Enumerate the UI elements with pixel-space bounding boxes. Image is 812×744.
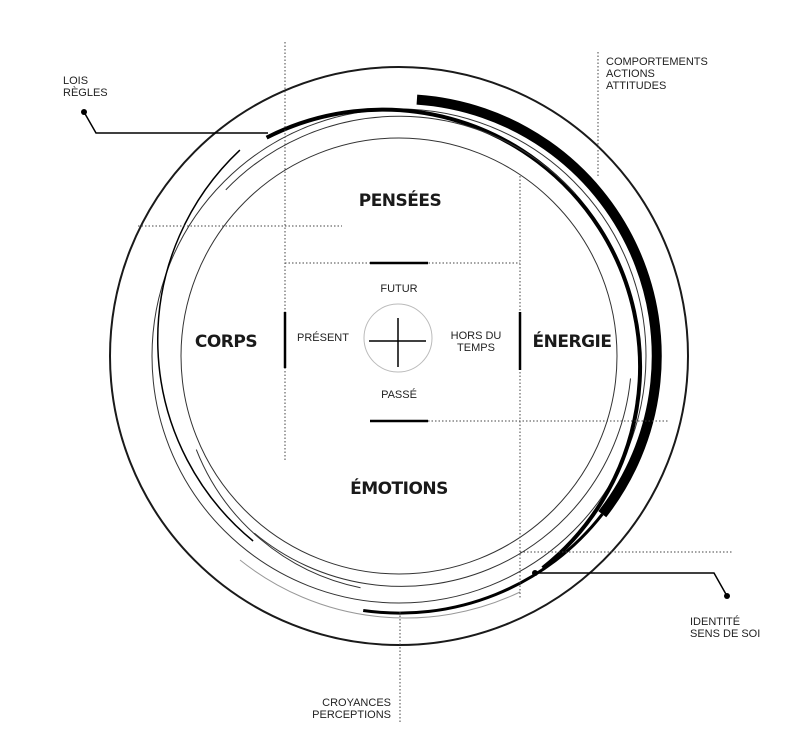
annotation-actions: ACTIONS bbox=[606, 68, 655, 80]
label-temps: TEMPS bbox=[457, 342, 495, 354]
center-small-circle bbox=[363, 303, 433, 373]
thin-arc-upper bbox=[225, 115, 576, 194]
label-corps: CORPS bbox=[195, 332, 257, 352]
center-markers bbox=[283, 261, 522, 423]
label-hors-du: HORS DU bbox=[451, 330, 502, 342]
label-passe: PASSÉ bbox=[381, 388, 417, 401]
label-emotions: ÉMOTIONS bbox=[350, 477, 448, 499]
thin-arc-lower-left bbox=[195, 449, 361, 589]
guide-lines bbox=[138, 42, 732, 722]
annotation-comportements: COMPORTEMENTS bbox=[606, 56, 708, 68]
annotation-attitudes: ATTITUDES bbox=[606, 80, 666, 92]
leader-line bbox=[535, 572, 728, 597]
annotation-perceptions: PERCEPTIONS bbox=[312, 709, 391, 721]
leader-identite bbox=[532, 570, 730, 599]
annotation-sens-de-soi: SENS DE SOI bbox=[690, 628, 760, 640]
label-pensees: PENSÉES bbox=[359, 189, 442, 211]
label-energie: ÉNERGIE bbox=[533, 330, 612, 352]
annotation-lois: LOIS bbox=[63, 75, 88, 87]
annotation-croyances: CROYANCES bbox=[322, 697, 391, 709]
thin-arc-left bbox=[156, 149, 254, 542]
thick-arc-bottom bbox=[362, 513, 604, 615]
label-futur: FUTUR bbox=[380, 283, 417, 295]
annotation-identite: IDENTITÉ bbox=[690, 615, 740, 628]
leader-dot bbox=[724, 593, 730, 599]
annotation-regles: RÈGLES bbox=[63, 86, 108, 99]
inner-circle-outer bbox=[151, 108, 647, 604]
label-present: PRÉSENT bbox=[297, 331, 349, 344]
thick-arc-heavy bbox=[416, 94, 662, 518]
crosshair-icon bbox=[369, 318, 426, 367]
thin-arc-lower-right bbox=[253, 378, 631, 587]
outer-circle bbox=[109, 66, 689, 646]
thin-arc-bottom-gray bbox=[239, 559, 521, 619]
leader-lois bbox=[81, 109, 268, 134]
leader-line bbox=[83, 111, 268, 134]
inner-circle-inner bbox=[180, 137, 618, 575]
thick-arc bbox=[265, 107, 642, 570]
